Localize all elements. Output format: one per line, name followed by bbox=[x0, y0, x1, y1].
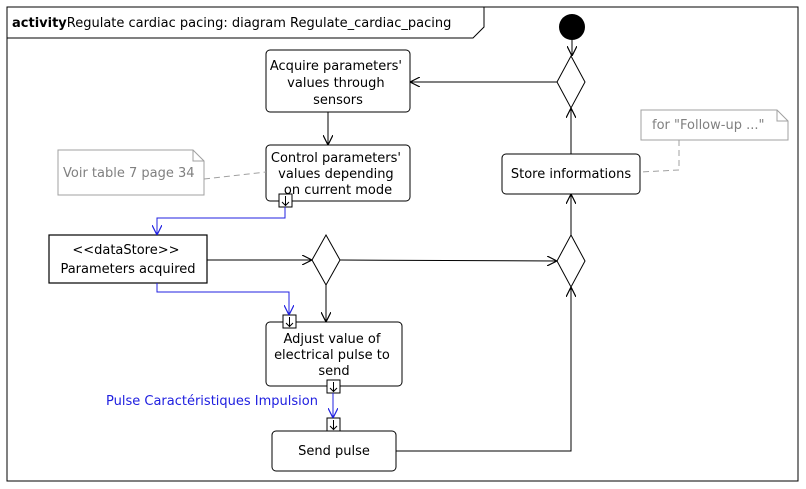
note-follow-up-anchor bbox=[639, 140, 680, 173]
adjust-input-pin-arrow bbox=[285, 317, 294, 328]
acquire-label: Acquire parameters' values through senso… bbox=[270, 59, 406, 108]
note-table-ref bbox=[57, 149, 205, 196]
fork-decision-node[interactable] bbox=[311, 233, 341, 287]
adjust-label: Adjust value of electrical pulse to send bbox=[274, 332, 394, 379]
merge-node-bottom[interactable] bbox=[556, 233, 586, 289]
flow-fork-to-merge-bottom bbox=[339, 260, 557, 261]
merge-node-top[interactable] bbox=[556, 54, 586, 110]
note-table-ref-text: Voir table 7 page 34 bbox=[63, 166, 195, 181]
adjust-output-pin-arrow bbox=[329, 382, 338, 393]
diagram-frame bbox=[6, 6, 799, 482]
control-label: Control parameters' values depending on … bbox=[271, 151, 405, 198]
flow-send-to-merge-bottom bbox=[396, 287, 571, 452]
note-table-ref-anchor bbox=[203, 171, 267, 180]
note-follow-up-text: for "Follow-up ..." bbox=[652, 118, 764, 133]
send-pulse-label: Send pulse bbox=[298, 444, 370, 459]
datastore-parameters-acquired[interactable] bbox=[48, 234, 208, 284]
datastore-label: <<dataStore>> Parameters acquired bbox=[60, 243, 195, 277]
note-follow-up bbox=[640, 109, 789, 141]
frame-tab bbox=[7, 7, 485, 39]
frame-title: activityRegulate cardiac pacing: diagram… bbox=[12, 16, 451, 31]
send-input-pin-arrow bbox=[329, 420, 338, 431]
action-control-parameters[interactable] bbox=[265, 144, 411, 202]
objflow-datastore-to-adjust bbox=[156, 283, 289, 315]
initial-node[interactable] bbox=[559, 14, 585, 40]
store-label: Store informations bbox=[511, 167, 632, 182]
control-pin-arrow bbox=[281, 196, 290, 207]
objflow-control-to-datastore bbox=[157, 207, 286, 235]
pin-label-pulse: Pulse Caractéristiques Impulsion bbox=[106, 394, 318, 409]
